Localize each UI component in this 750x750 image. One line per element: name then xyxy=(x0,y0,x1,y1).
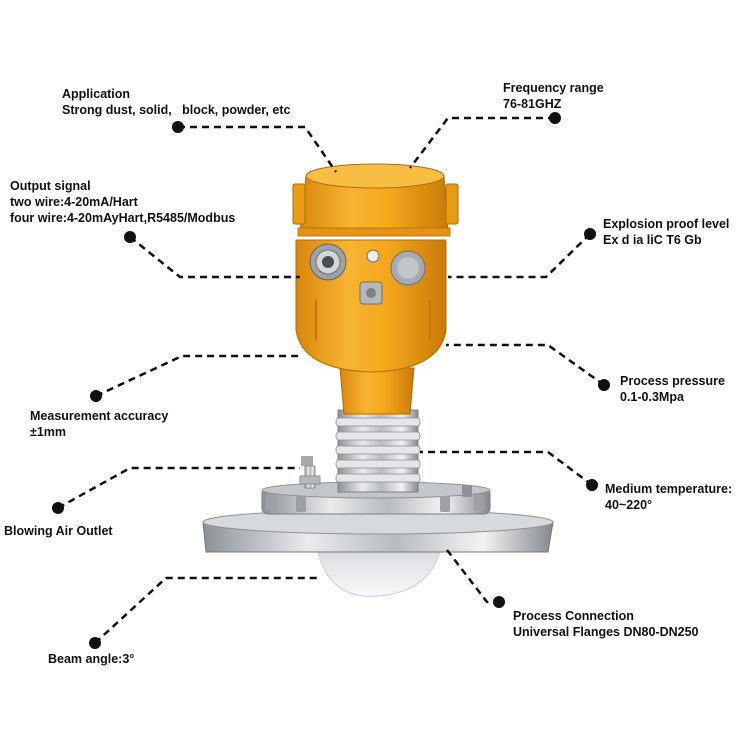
accuracy-value: ±1mm xyxy=(30,425,67,439)
dot-frequency xyxy=(549,112,561,124)
label-application: Application Strong dust, solid, block, p… xyxy=(62,86,291,118)
cap-seam xyxy=(297,227,451,237)
leader-temperature xyxy=(420,450,593,486)
dot-blowing xyxy=(52,502,64,514)
leader-output-signal xyxy=(129,236,300,279)
blind-plug xyxy=(390,250,426,286)
ground-terminal xyxy=(359,281,383,305)
pressure-value: 0.1-0.3Mpa xyxy=(620,390,684,404)
dot-application xyxy=(172,121,184,133)
leader-frequency xyxy=(409,116,555,169)
leader-application xyxy=(178,125,338,173)
label-connection: Process Connection Universal Flanges DN8… xyxy=(513,608,699,640)
blowing-title: Blowing Air Outlet xyxy=(4,524,113,538)
cable-gland xyxy=(309,243,347,281)
dot-temperature xyxy=(586,479,598,491)
output-signal-title: Output signal xyxy=(10,179,91,193)
temperature-title: Medium temperature: xyxy=(605,482,733,496)
antenna-dome xyxy=(317,551,441,597)
application-value: Strong dust, solid, block, powder, etc xyxy=(62,103,291,117)
leader-accuracy xyxy=(95,354,303,398)
leader-beam xyxy=(94,576,318,644)
beam-title: Beam angle:3° xyxy=(48,652,135,666)
housing-neck xyxy=(339,367,415,415)
housing-cap-top xyxy=(305,163,445,189)
label-output-signal: Output signal two wire:4-20mA/Hart four … xyxy=(10,178,235,226)
label-beam: Beam angle:3° xyxy=(48,651,134,667)
label-explosion: Explosion proof level Ex d ia liC T6 Gb xyxy=(603,216,729,248)
explosion-title: Explosion proof level xyxy=(603,217,730,231)
dot-beam xyxy=(89,637,101,649)
output-signal-line2: four wire:4-20mAyHart,R5485/Modbus xyxy=(10,211,236,225)
connection-value: Universal Flanges DN80-DN250 xyxy=(513,625,699,639)
pressure-title: Process pressure xyxy=(620,374,725,388)
connection-title: Process Connection xyxy=(513,609,634,623)
cap-tab-right xyxy=(445,183,459,225)
leader-dots xyxy=(52,112,610,649)
screw xyxy=(366,249,380,263)
transmitter-device xyxy=(202,163,554,597)
leader-blowing xyxy=(57,466,300,510)
explosion-value: Ex d ia liC T6 Gb xyxy=(603,233,702,247)
label-accuracy: Measurement accuracy ±1mm xyxy=(30,408,168,440)
label-frequency: Frequency range 76-81GHZ xyxy=(503,80,604,112)
leader-explosion xyxy=(448,233,591,279)
frequency-title: Frequency range xyxy=(503,81,604,95)
label-temperature: Medium temperature: 40~220° xyxy=(605,481,732,513)
accuracy-title: Measurement accuracy xyxy=(30,409,169,423)
dot-output-signal xyxy=(124,231,136,243)
bolts xyxy=(266,485,484,512)
leader-lines xyxy=(57,116,605,644)
cooling-fins xyxy=(335,409,421,493)
leader-connection xyxy=(446,549,499,604)
dot-accuracy xyxy=(90,390,102,402)
application-title: Application xyxy=(62,87,131,101)
label-blowing: Blowing Air Outlet xyxy=(4,523,113,539)
dot-connection xyxy=(493,596,505,608)
leader-pressure xyxy=(446,343,605,387)
cap-tab-left xyxy=(292,183,306,225)
output-signal-line1: two wire:4-20mA/Hart xyxy=(10,195,138,209)
temperature-value: 40~220° xyxy=(605,498,653,512)
label-pressure: Process pressure 0.1-0.3Mpa xyxy=(620,373,725,405)
dot-explosion xyxy=(584,228,596,240)
frequency-value: 76-81GHZ xyxy=(503,97,562,111)
blowing-air-outlet-fitting xyxy=(299,456,321,489)
dot-pressure xyxy=(598,379,610,391)
